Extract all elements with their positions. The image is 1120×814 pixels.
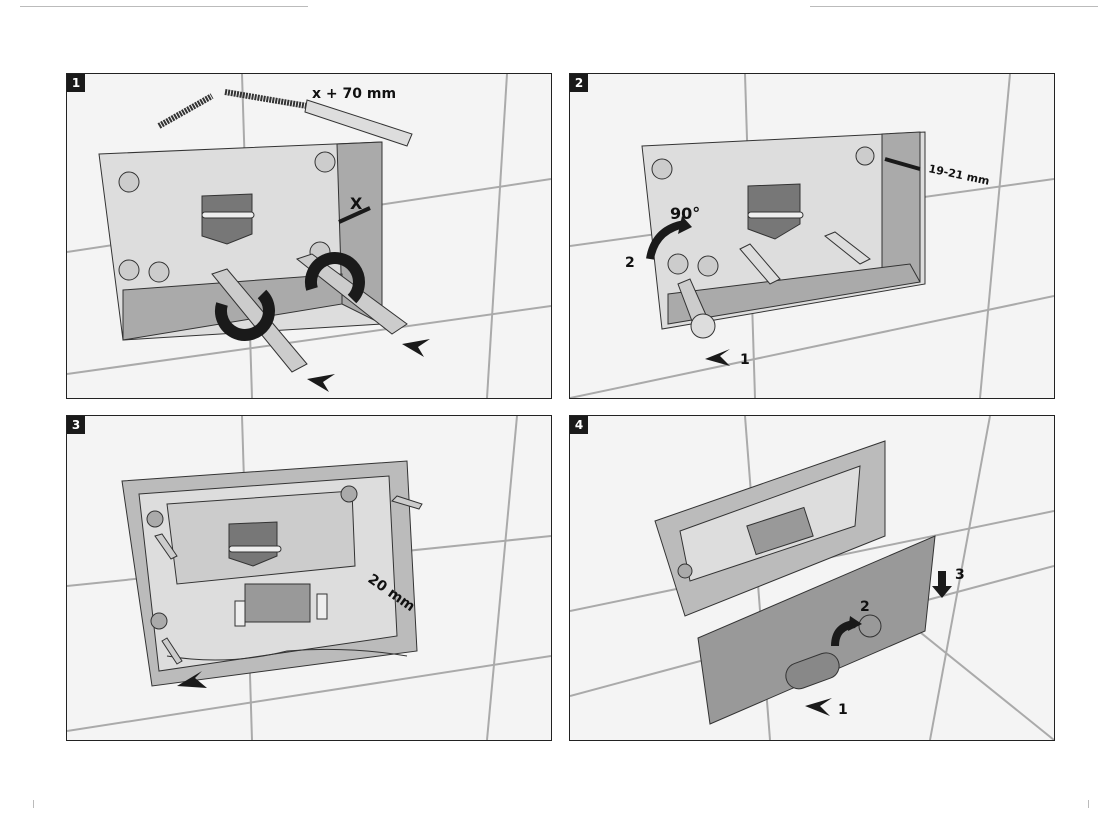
- flush-box: [641, 131, 926, 339]
- step-2-illustration: 90° 2 1 19-21 mm: [570, 74, 1054, 398]
- turn-label: 2: [625, 255, 635, 271]
- step-1-illustration: x + 70 mm X: [67, 74, 551, 398]
- depth-label: X: [350, 194, 363, 213]
- length-label: x + 70 mm: [312, 86, 396, 102]
- top-rule-right: [810, 6, 1098, 7]
- push-arrows: [307, 339, 430, 392]
- press-arrow: [932, 571, 952, 598]
- step-panel-2: 2 90° 2 1 19-21 mm: [569, 73, 1055, 399]
- step-panel-3: 3 20 mm: [66, 415, 552, 741]
- push-arrow: [177, 671, 207, 688]
- flush-box: [98, 141, 383, 341]
- wall-tiles: [570, 416, 1054, 740]
- screws: [154, 495, 423, 665]
- step-number: 1: [67, 74, 85, 92]
- mounting-frame: [121, 460, 418, 687]
- insert-arrow: [805, 698, 832, 716]
- crop-mark-right: [1088, 800, 1089, 808]
- press-label: 3: [955, 567, 965, 583]
- step-number: 3: [67, 416, 85, 434]
- step-3-illustration: 20 mm: [67, 416, 551, 740]
- top-rule-left: [20, 6, 308, 7]
- actuator-plate: [697, 535, 936, 725]
- crop-mark-left: [33, 800, 34, 808]
- step-4-illustration: 1 2 3: [570, 416, 1054, 740]
- insert-label: 1: [838, 702, 848, 718]
- step-number: 4: [570, 416, 588, 434]
- push-label: 1: [740, 352, 750, 368]
- distance-label: 19-21 mm: [927, 162, 990, 188]
- mounting-frame: [654, 440, 886, 617]
- push-arrow: [705, 349, 730, 366]
- rotate-label: 2: [860, 599, 870, 615]
- step-panel-1: 1 x + 70 mm: [66, 73, 552, 399]
- threaded-rods: [211, 252, 408, 373]
- depth-arrow: [338, 206, 371, 224]
- cut-rod: [157, 89, 413, 147]
- step-number: 2: [570, 74, 588, 92]
- step-panel-4: 4 1 2 3: [569, 415, 1055, 741]
- distance-arrow: [884, 157, 921, 171]
- angle-label: 90°: [670, 204, 700, 223]
